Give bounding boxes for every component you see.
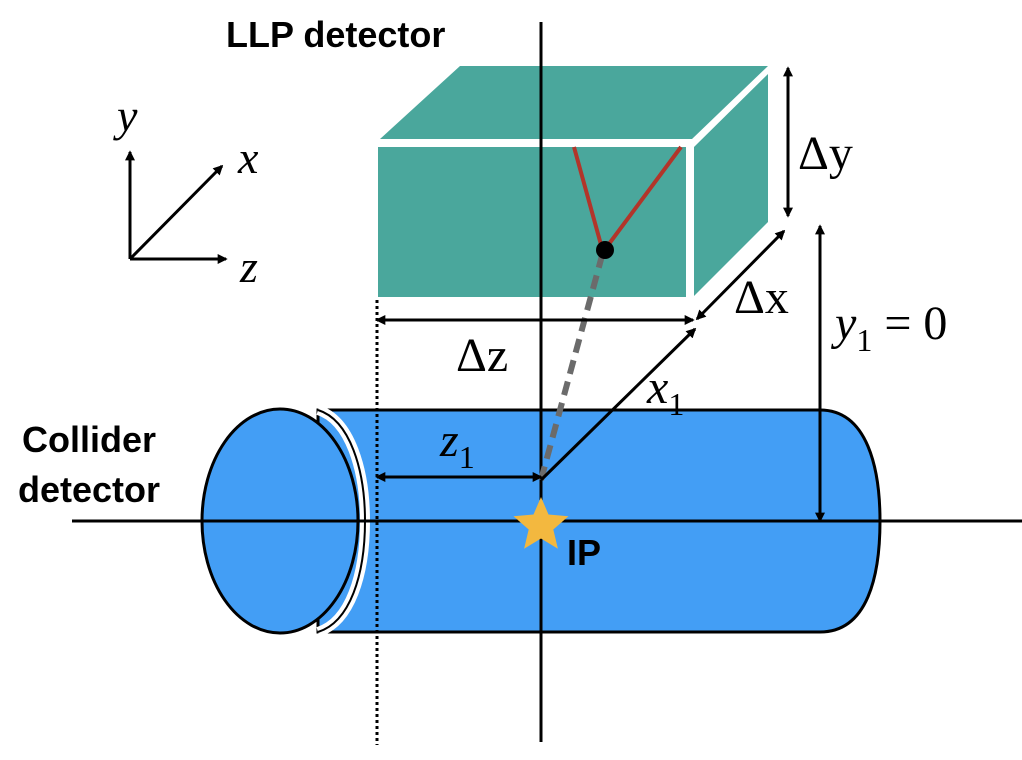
- axis-z-label: z: [239, 241, 258, 292]
- z1-label: z1: [439, 414, 475, 475]
- decay-product-left: [572, 146, 605, 253]
- axis-x-arrow: [128, 164, 224, 261]
- box-front-face: [378, 147, 686, 297]
- delta-x-label: Δx: [734, 271, 789, 324]
- ip-label: IP: [567, 532, 601, 573]
- collider-detector-label-line1: Collider: [22, 419, 156, 460]
- coordinate-axes: [125, 150, 228, 264]
- axis-x-label: x: [237, 132, 259, 183]
- axis-y-label: y: [113, 90, 138, 141]
- llp-detector-label: LLP detector: [226, 14, 445, 55]
- decay-product-right: [601, 145, 683, 254]
- y1-label: y1 = 0: [830, 297, 947, 358]
- box-top-face: [380, 66, 768, 139]
- delta-z-label: Δz: [456, 329, 508, 382]
- collider-detector-label-line2: detector: [18, 469, 160, 510]
- ip-star-icon: [513, 497, 569, 549]
- delta-y-label: Δy: [798, 127, 853, 180]
- delta-x-arrow: [695, 229, 786, 321]
- x1-label: x1: [646, 361, 684, 422]
- llp-detector-box: [378, 66, 768, 297]
- decay-vertex: [596, 241, 614, 259]
- x1-arrow: [539, 327, 697, 482]
- llp-trajectory: [538, 251, 606, 481]
